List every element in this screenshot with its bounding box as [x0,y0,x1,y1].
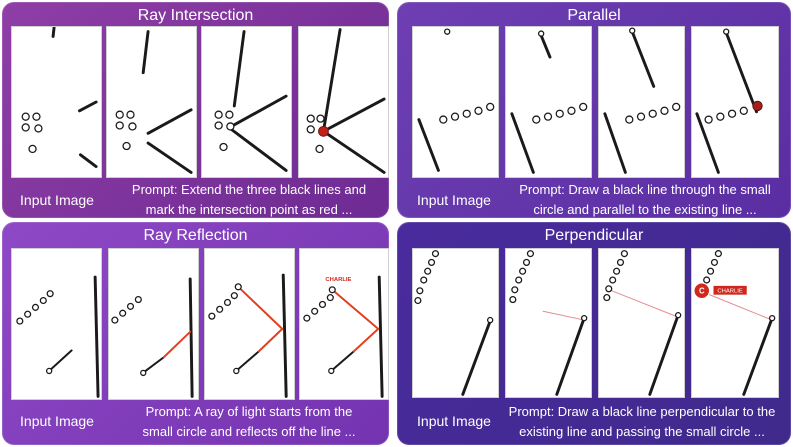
parallel-final-sketch [695,28,763,174]
intersection-point-marker [318,125,329,137]
prompt-line: Prompt: Extend the three black lines and [131,182,367,197]
highlight-circle-marker [752,100,763,112]
ray-reflection-step-sketch [111,277,194,398]
prompt-line: mark the intersection point as red ... [145,202,353,217]
ray-intersection-final-sketch [306,28,386,174]
output-final-frame [691,26,779,178]
perpendicular-input-sketch [414,250,494,396]
prompt-text: Prompt: Draw a black line perpendicular … [495,402,789,442]
input-image-frame [11,248,102,400]
output-step-frame [598,248,685,398]
parallel-panel: Parallel [397,2,791,218]
output-final-frame: C CHARLIE [691,248,779,398]
ray-intersection-panel: Ray Intersection [2,2,389,218]
output-step-frame [108,248,199,400]
prompt-text: Prompt: A ray of light starts from the s… [108,402,389,442]
ray-intersection-input-sketch [21,27,98,169]
prompt-line: small circle and reflects off the line .… [142,424,356,439]
panel-title: Ray Intersection [137,7,254,24]
prompt-line: existing line and passing the small circ… [519,424,765,439]
output-step-frame [106,26,197,178]
charlie-label: CHARLIE [325,277,351,283]
parallel-step-sketch [510,30,588,174]
output-final-frame: CHARLIE [299,248,389,400]
perpendicular-final-sketch: C CHARLIE [693,250,776,396]
ray-reflection-input-sketch [16,275,100,398]
charlie-tag-box [713,285,747,295]
ray-reflection-step-sketch [208,273,288,398]
output-step-frame [204,248,295,400]
panel-title: Perpendicular [544,227,644,244]
prompt-line: circle and parallel to the existing line… [533,202,757,217]
charlie-marker-letter: C [699,287,705,296]
perpendicular-panel: Perpendicular [397,222,791,445]
ray-reflection-panel: Ray Reflection [2,222,389,445]
prompt-text: Prompt: Draw a black line through the sm… [503,180,787,218]
output-step-frame [505,26,592,178]
input-image-label: Input Image [20,413,94,429]
ray-intersection-step-sketch [214,30,288,172]
input-image-label: Input Image [417,413,491,429]
perpendicular-step-sketch [509,250,588,396]
prompt-text: Prompt: Extend the three black lines and… [108,180,389,218]
charlie-tag-label: CHARLIE [717,289,742,295]
input-image-label: Input Image [417,192,491,208]
prompt-line: Prompt: A ray of light starts from the [145,404,353,419]
output-final-frame [298,26,389,178]
input-image-frame [412,248,499,398]
input-image-frame [11,26,102,178]
input-image-label: Input Image [20,192,94,208]
parallel-input-sketch [417,28,495,172]
output-step-frame [201,26,292,178]
ray-intersection-step-sketch [115,30,193,174]
prompt-line: Prompt: Draw a black line through the sm… [519,182,771,197]
prompt-line: Prompt: Draw a black line perpendicular … [508,404,776,419]
input-image-frame [412,26,499,178]
ray-reflection-final-sketch: CHARLIE [303,275,384,398]
output-step-frame [598,26,685,178]
perpendicular-step-sketch [603,250,682,396]
panel-title: Parallel [567,7,621,24]
output-step-frame [505,248,592,398]
parallel-step-sketch [603,27,681,174]
panel-title: Ray Reflection [143,227,248,244]
charlie-marker-circle [693,282,711,300]
